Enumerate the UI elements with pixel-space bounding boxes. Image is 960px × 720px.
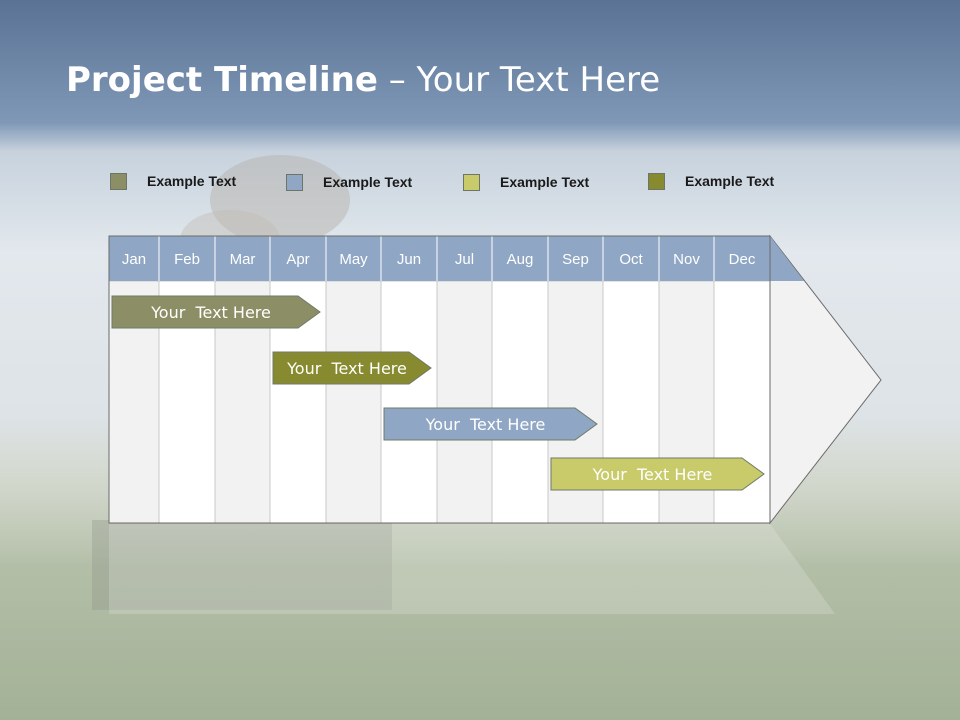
task-bar-shape: [383, 407, 598, 441]
legend-swatch-3: [463, 173, 480, 191]
month-label-jul: Jul: [455, 251, 474, 268]
header-band: [109, 236, 804, 281]
legend-swatch-2: [286, 173, 303, 191]
task-bar-shape: [111, 295, 321, 329]
month-label-jan: Jan: [122, 251, 146, 268]
task-bar-label: Your Text Here: [425, 415, 546, 434]
task-bar-3: Your Text Here: [383, 407, 598, 441]
task-bar-shape: [550, 457, 765, 491]
month-label-apr: Apr: [286, 251, 309, 268]
title-bold: Project Timeline: [66, 60, 378, 100]
legend-label-2: Example Text: [323, 174, 413, 190]
month-label-aug: Aug: [507, 251, 534, 268]
timeline-frame: [108, 235, 771, 524]
month-label-jun: Jun: [397, 251, 421, 268]
month-header: Jan Feb Mar Apr May Jun Jul Aug Sep Oct Nov Dec: [109, 236, 804, 281]
title-subtitle: – Your Text Here: [377, 60, 661, 100]
page-title: Project Timeline – Your Text Here: [66, 60, 660, 100]
timeline-reflection: [109, 524, 835, 614]
legend-item-1: Example Text: [110, 170, 236, 192]
legend-label-1: Example Text: [147, 173, 237, 189]
month-column-jul: [436, 280, 493, 524]
month-label-sep: Sep: [562, 251, 589, 268]
month-column-aug: [491, 280, 549, 524]
month-label-dec: Dec: [729, 251, 756, 268]
task-bar-1: Your Text Here: [111, 295, 321, 329]
task-bar-shape: [272, 351, 432, 385]
month-label-nov: Nov: [673, 251, 700, 268]
month-label-oct: Oct: [619, 251, 643, 268]
legend-label-4: Example Text: [685, 173, 775, 189]
month-label-mar: Mar: [230, 251, 256, 268]
legend-swatch-1: [110, 172, 127, 190]
task-bar-label: Your Text Here: [150, 303, 271, 322]
legend-item-4: Example Text: [648, 170, 774, 192]
legend-swatch-4: [648, 172, 665, 190]
month-column-may: [325, 280, 382, 524]
month-label-feb: Feb: [174, 251, 200, 268]
legend-label-3: Example Text: [500, 174, 590, 190]
task-bar-2: Your Text Here: [272, 351, 432, 385]
task-bar-label: Your Text Here: [592, 465, 713, 484]
month-label-may: May: [339, 251, 368, 268]
task-bar-label: Your Text Here: [286, 359, 407, 378]
task-bar-4: Your Text Here: [550, 457, 765, 491]
month-column-jun: [380, 280, 438, 524]
legend-item-3: Example Text: [463, 171, 589, 193]
legend-item-2: Example Text: [286, 171, 412, 193]
